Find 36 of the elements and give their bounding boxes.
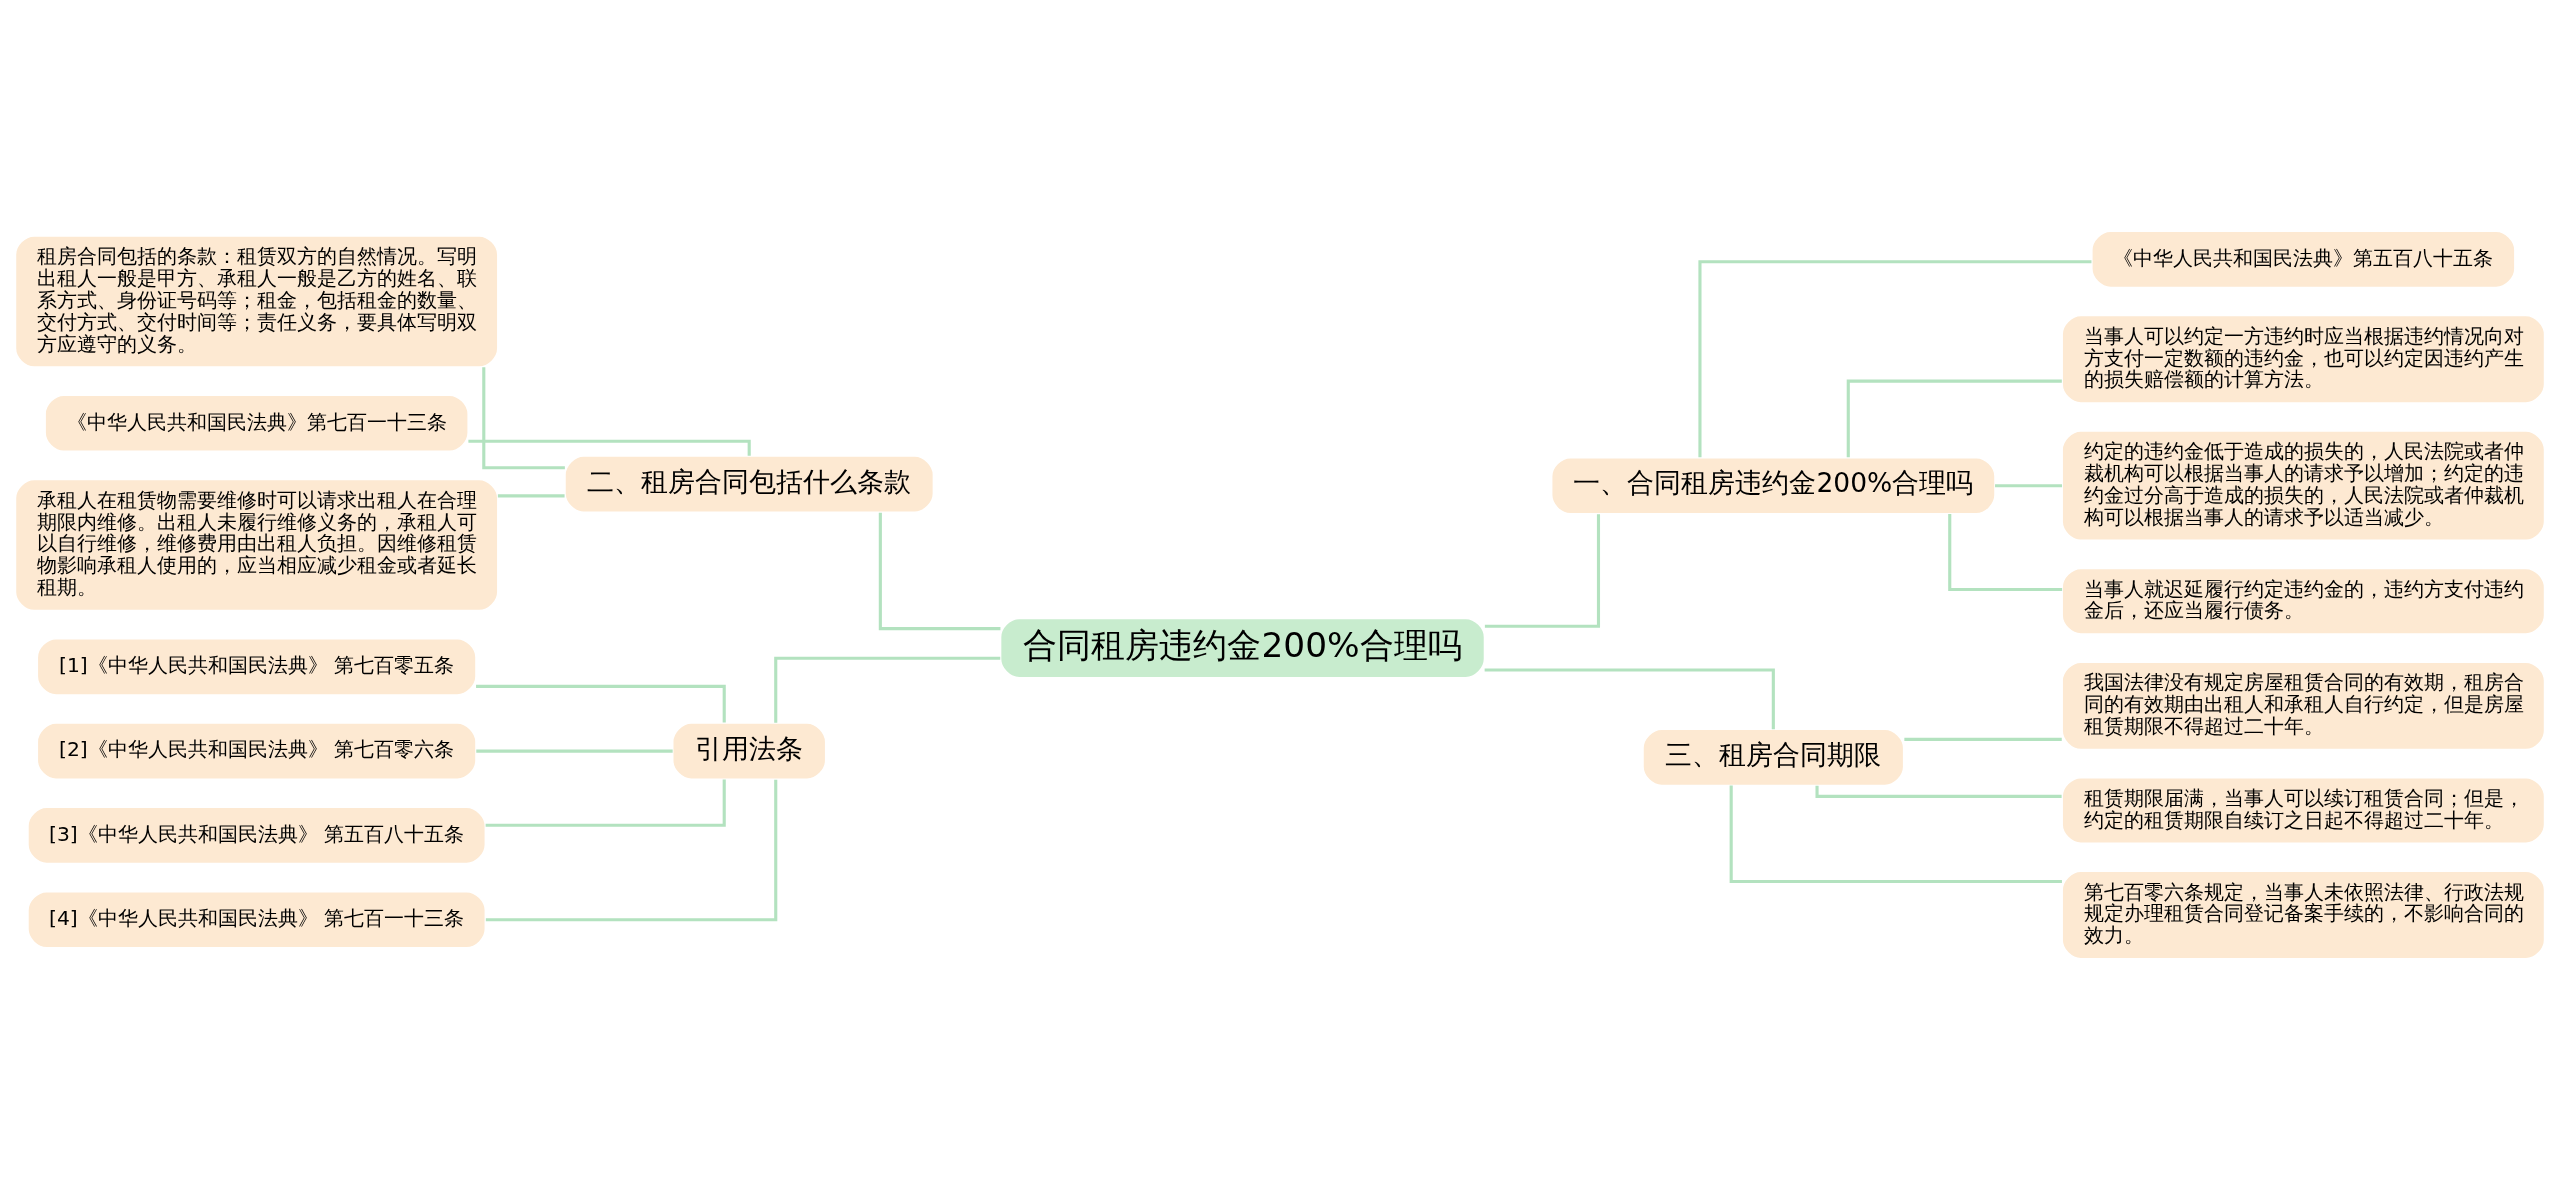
connector [476, 749, 673, 753]
node-box: [2]《中华人民共和国民法典》 第七百零六条 [36, 721, 477, 780]
node-box: 当事人就迟延履行约定违约金的，违约方支付违约金后，还应当履行债务。 [2061, 567, 2546, 635]
connector [774, 656, 1001, 723]
connector [1995, 483, 2063, 487]
connector [1729, 785, 2062, 883]
node-box: 第七百零六条规定，当事人未依照法律、行政法规规定办理租赁合同登记备案手续的，不影响合同的效力。 [2061, 870, 2546, 960]
connector [1484, 513, 1601, 628]
node-box: 《中华人民共和国民法典》第七百一十三条 [44, 393, 469, 452]
connector [878, 512, 1001, 630]
node-box: [3]《中华人民共和国民法典》 第五百八十五条 [27, 806, 487, 864]
connector [482, 366, 565, 469]
connector [485, 779, 726, 827]
node-box: 约定的违约金低于造成的损失的，人民法院或者仲裁机构可以根据当事人的请求予以增加；约定的违约金过分高于造成的损失的，人民法院或者仲裁机构可以根据当事人的请求予以适当减少。 [2061, 429, 2546, 541]
connector [1948, 513, 2063, 591]
node-box: 三、租房合同期限 [1642, 728, 1905, 786]
connector [1846, 379, 2062, 457]
node-box: 承租人在租赁物需要维修时可以请求出租人在合理期限内维修。出租人未履行维修义务的，承租人可以自行维修，维修费用由出租人负担。因维修租赁物影响承租人使用的，应当相应减少租金或者延长租期。 [14, 478, 499, 611]
node-box: 合同租房违约金200%合理吗 [999, 617, 1486, 678]
node-box: [4]《中华人民共和国民法典》 第七百一十三条 [27, 890, 487, 949]
node-box: 引用法条 [671, 721, 827, 780]
node-box: 我国法律没有规定房屋租赁合同的有效期，租房合同的有效期由出租人和承租人自行约定，但是房屋租赁期限不得超过二十年。 [2061, 660, 2546, 750]
connector [497, 493, 565, 497]
node-box: 《中华人民共和国民法典》第五百八十五条 [2091, 229, 2516, 288]
node-box: 租房合同包括的条款：租赁双方的自然情况。写明出租人一般是甲方、承租人一般是乙方的姓名、联系方式、身份证号码等；租金，包括租金的数量、交付方式、交付时间等；责任义务，要具体写明双方应遵守的义务。 [14, 234, 499, 368]
connector [485, 779, 778, 921]
node-box: 二、租房合同包括什么条款 [564, 454, 935, 513]
node-box: [1]《中华人民共和国民法典》 第七百零五条 [36, 637, 477, 696]
node-box: 租赁期限届满，当事人可以续订租赁合同；但是，约定的租赁期限自续订之日起不得超过二十年。 [2061, 776, 2546, 844]
connector [476, 684, 726, 722]
connector [1698, 259, 2092, 457]
node-box: 当事人可以约定一方违约时应当根据违约情况向对方支付一定数额的违约金，也可以约定因违约产生的损失赔偿额的计算方法。 [2061, 314, 2546, 404]
node-box: 一、合同租房违约金200%合理吗 [1550, 456, 1996, 515]
connector [1484, 667, 1775, 729]
connector [1904, 737, 2062, 741]
connector [468, 439, 751, 456]
